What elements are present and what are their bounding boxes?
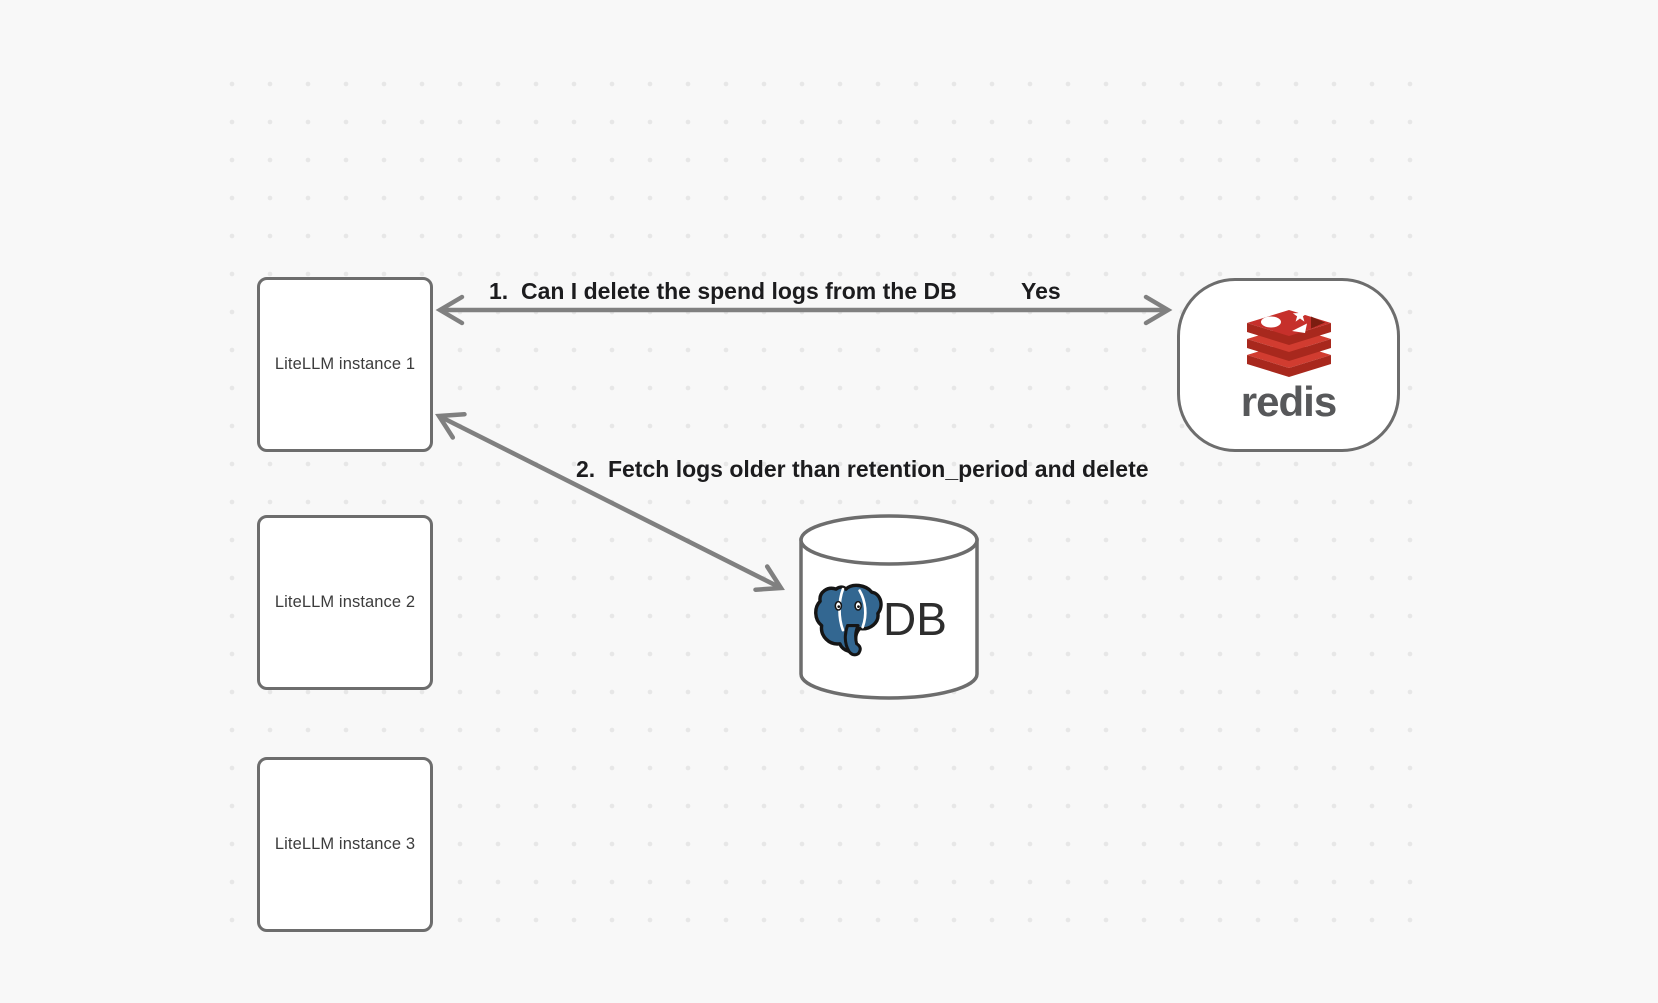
node-label: LiteLLM instance 2 xyxy=(274,593,416,611)
node-litellm-instance-3[interactable]: LiteLLM instance 3 xyxy=(257,757,433,932)
node-db[interactable]: DB xyxy=(797,512,981,702)
node-litellm-instance-2[interactable]: LiteLLM instance 2 xyxy=(257,515,433,690)
postgresql-elephant-icon xyxy=(814,583,883,657)
edge-1-response-label[interactable]: Yes xyxy=(1021,278,1061,304)
edge-1-label[interactable]: 1. Can I delete the spend logs from the … xyxy=(489,278,957,304)
db-node-label: DB xyxy=(883,593,947,645)
node-redis[interactable]: redis xyxy=(1177,278,1400,452)
redis-wordmark: redis xyxy=(1240,378,1337,425)
redis-logo-icon xyxy=(1246,310,1331,377)
node-litellm-instance-1[interactable]: LiteLLM instance 1 xyxy=(257,277,433,452)
node-label: LiteLLM instance 1 xyxy=(274,355,416,373)
edge-2-label[interactable]: 2. Fetch logs older than retention_perio… xyxy=(576,456,1149,482)
database-cylinder-icon xyxy=(799,514,979,700)
node-label: LiteLLM instance 3 xyxy=(274,835,416,853)
